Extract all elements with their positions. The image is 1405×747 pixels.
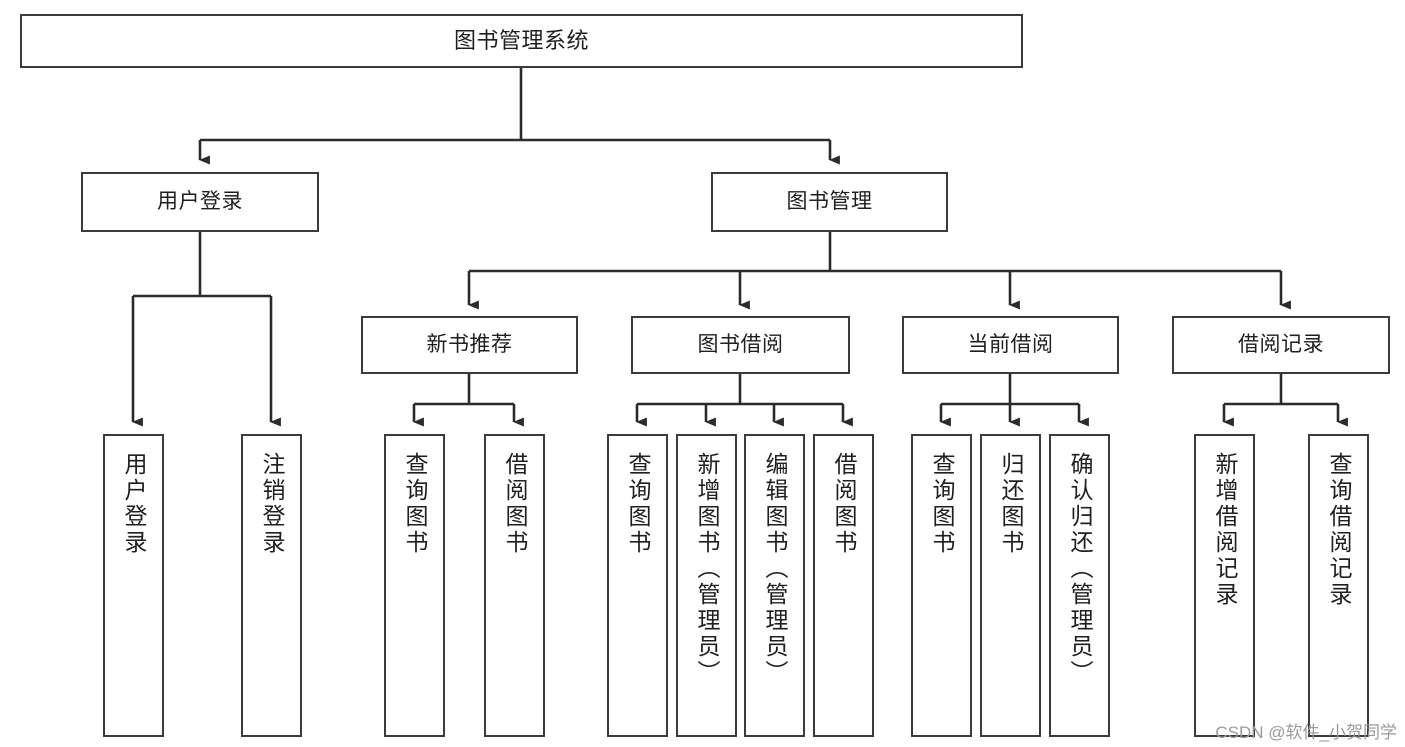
node-label: 查询图书	[625, 452, 651, 556]
node-label: 图书借阅	[697, 332, 784, 356]
node-label: 当前借阅	[967, 332, 1054, 356]
node-label: 新书推荐	[426, 332, 513, 356]
node-label: 查询图书	[402, 452, 428, 556]
node-label: 查询借阅记录	[1326, 452, 1352, 608]
node-label: 新增图书（管理员）	[694, 452, 720, 686]
node-label: 图书管理系统	[453, 28, 589, 54]
leaf-user-login[interactable]: 用户登录	[103, 434, 164, 737]
node-user-login[interactable]: 用户登录	[81, 172, 319, 232]
node-label: 编辑图书（管理员）	[762, 452, 788, 686]
node-label: 用户登录	[157, 189, 243, 213]
leaf-query-book-recommend[interactable]: 查询图书	[384, 434, 445, 737]
node-label: 借阅图书	[831, 452, 857, 556]
node-label: 确认归还（管理员）	[1067, 452, 1093, 686]
node-label: 归还图书	[998, 452, 1024, 556]
leaf-edit-book-admin[interactable]: 编辑图书（管理员）	[744, 434, 805, 737]
leaf-add-borrow-record[interactable]: 新增借阅记录	[1194, 434, 1255, 737]
leaf-confirm-return-admin[interactable]: 确认归还（管理员）	[1049, 434, 1110, 737]
csdn-watermark: CSDN @软件_小贺同学	[1215, 723, 1397, 742]
node-label: 新增借阅记录	[1212, 452, 1238, 608]
node-label: 借阅图书	[502, 452, 528, 556]
node-label: 图书管理	[786, 189, 873, 213]
leaf-query-book-borrow[interactable]: 查询图书	[607, 434, 668, 737]
leaf-borrow-book-borrow[interactable]: 借阅图书	[813, 434, 874, 737]
leaf-add-book-admin[interactable]: 新增图书（管理员）	[676, 434, 737, 737]
leaf-query-book-current[interactable]: 查询图书	[911, 434, 972, 737]
node-borrow-record[interactable]: 借阅记录	[1172, 316, 1390, 374]
node-current-borrow[interactable]: 当前借阅	[902, 316, 1119, 374]
node-label: 注销登录	[259, 452, 285, 556]
leaf-logout[interactable]: 注销登录	[241, 434, 302, 737]
leaf-borrow-book-recommend[interactable]: 借阅图书	[484, 434, 545, 737]
node-new-book-recommend[interactable]: 新书推荐	[361, 316, 578, 374]
node-root-system[interactable]: 图书管理系统	[20, 14, 1023, 68]
node-label: 用户登录	[121, 452, 147, 556]
node-label: 查询图书	[929, 452, 955, 556]
node-book-management[interactable]: 图书管理	[711, 172, 948, 232]
node-label: 借阅记录	[1238, 332, 1324, 356]
node-book-borrow[interactable]: 图书借阅	[631, 316, 850, 374]
leaf-return-book[interactable]: 归还图书	[980, 434, 1041, 737]
leaf-query-borrow-record[interactable]: 查询借阅记录	[1308, 434, 1369, 737]
